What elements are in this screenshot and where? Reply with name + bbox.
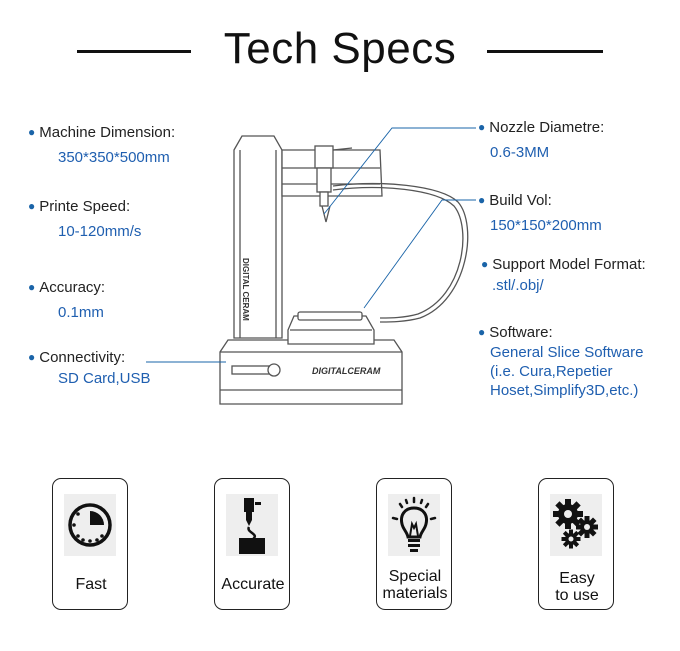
gears-icon <box>553 499 598 549</box>
svg-text:DIGITAL CERAM: DIGITAL CERAM <box>241 258 250 321</box>
spec-value-line: Hoset,Simplify3D,etc.) <box>490 382 639 399</box>
feature-label: materials <box>382 585 448 602</box>
feature-label: Fast <box>75 576 107 593</box>
spec-label: Software: <box>489 324 553 341</box>
nozzle-icon <box>239 498 265 554</box>
spec-nozzle-diametre: ●Nozzle Diametre: 0.6-3MM <box>478 119 604 161</box>
bullet-icon: ● <box>28 280 36 294</box>
spec-label: Connectivity: <box>39 349 126 366</box>
spec-label: Printe Speed: <box>39 198 131 215</box>
spec-label: Support Model Format: <box>492 256 646 273</box>
bullet-icon: ● <box>481 257 489 271</box>
spec-support-model-format: ●Support Model Format: .stl/.obj/ <box>481 256 646 294</box>
spec-value: .stl/.obj/ <box>492 277 544 294</box>
spec-connectivity: ●Connectivity: SD Card,USB <box>28 349 151 387</box>
feature-label: Easy <box>559 570 595 587</box>
feature-label: Accurate <box>221 576 285 593</box>
spec-value: 350*350*500mm <box>58 149 170 166</box>
printer-illustration: DIGITAL CERAM DIGITALCERAM <box>146 127 476 405</box>
lightbulb-icon <box>391 496 437 552</box>
feature-card-special-materials: Special materials <box>376 478 452 610</box>
svg-text:DIGITALCERAM: DIGITALCERAM <box>312 366 381 376</box>
spec-value-line: (i.e. Cura,Repetier <box>490 363 613 380</box>
spec-value: 150*150*200mm <box>490 217 602 234</box>
spec-label: Accuracy: <box>39 279 106 296</box>
spec-label: Build Vol: <box>489 192 552 209</box>
spec-value: 0.6-3MM <box>490 144 550 161</box>
clock-icon <box>68 503 112 547</box>
feature-label: to use <box>555 587 599 604</box>
bullet-icon: ● <box>478 120 486 134</box>
bullet-icon: ● <box>478 193 486 207</box>
spec-software: ●Software: General Slice Software (i.e. … <box>478 324 643 400</box>
feature-card-easy-to-use: Easy to use <box>538 478 614 610</box>
spec-value-line: General Slice Software <box>490 344 644 361</box>
bullet-icon: ● <box>478 325 486 339</box>
title-line-left <box>77 50 191 53</box>
spec-machine-dimension: ●Machine Dimension: 350*350*500mm <box>28 124 175 166</box>
spec-value: 0.1mm <box>58 304 104 321</box>
page-title: Tech Specs <box>223 24 457 73</box>
spec-label: Nozzle Diametre: <box>489 119 605 136</box>
feature-label: Special <box>388 568 442 585</box>
feature-card-accurate: Accurate <box>214 478 290 610</box>
title-line-right <box>487 50 603 53</box>
spec-value: SD Card,USB <box>58 370 151 387</box>
bullet-icon: ● <box>28 350 36 364</box>
spec-accuracy: ●Accuracy: 0.1mm <box>28 279 105 321</box>
feature-card-fast: Fast <box>52 478 128 610</box>
title-row: Tech Specs <box>0 22 680 82</box>
spec-label: Machine Dimension: <box>39 124 176 141</box>
bullet-icon: ● <box>28 125 36 139</box>
spec-value: 10-120mm/s <box>58 223 142 240</box>
spec-print-speed: ●Printe Speed: 10-120mm/s <box>28 198 141 240</box>
bullet-icon: ● <box>28 199 36 213</box>
spec-build-volume: ●Build Vol: 150*150*200mm <box>478 192 602 234</box>
